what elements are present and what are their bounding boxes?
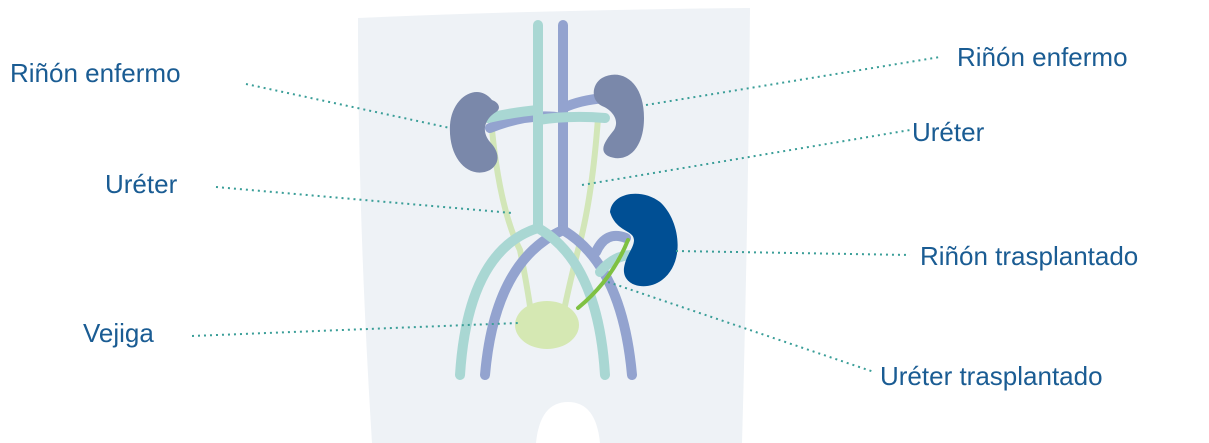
body-silhouette: [358, 8, 750, 443]
label-transplanted-ureter: Uréter trasplantado: [880, 361, 1103, 391]
right-renal-artery: [538, 117, 605, 120]
bladder: [515, 301, 579, 349]
label-right-ureter: Uréter: [912, 117, 984, 147]
label-left-diseased-kidney: Riñón enfermo: [10, 58, 181, 88]
label-left-ureter: Uréter: [105, 169, 177, 199]
label-bladder: Vejiga: [83, 318, 154, 348]
label-transplanted-kidney: Riñón trasplantado: [920, 241, 1138, 271]
label-right-diseased-kidney: Riñón enfermo: [957, 42, 1128, 72]
